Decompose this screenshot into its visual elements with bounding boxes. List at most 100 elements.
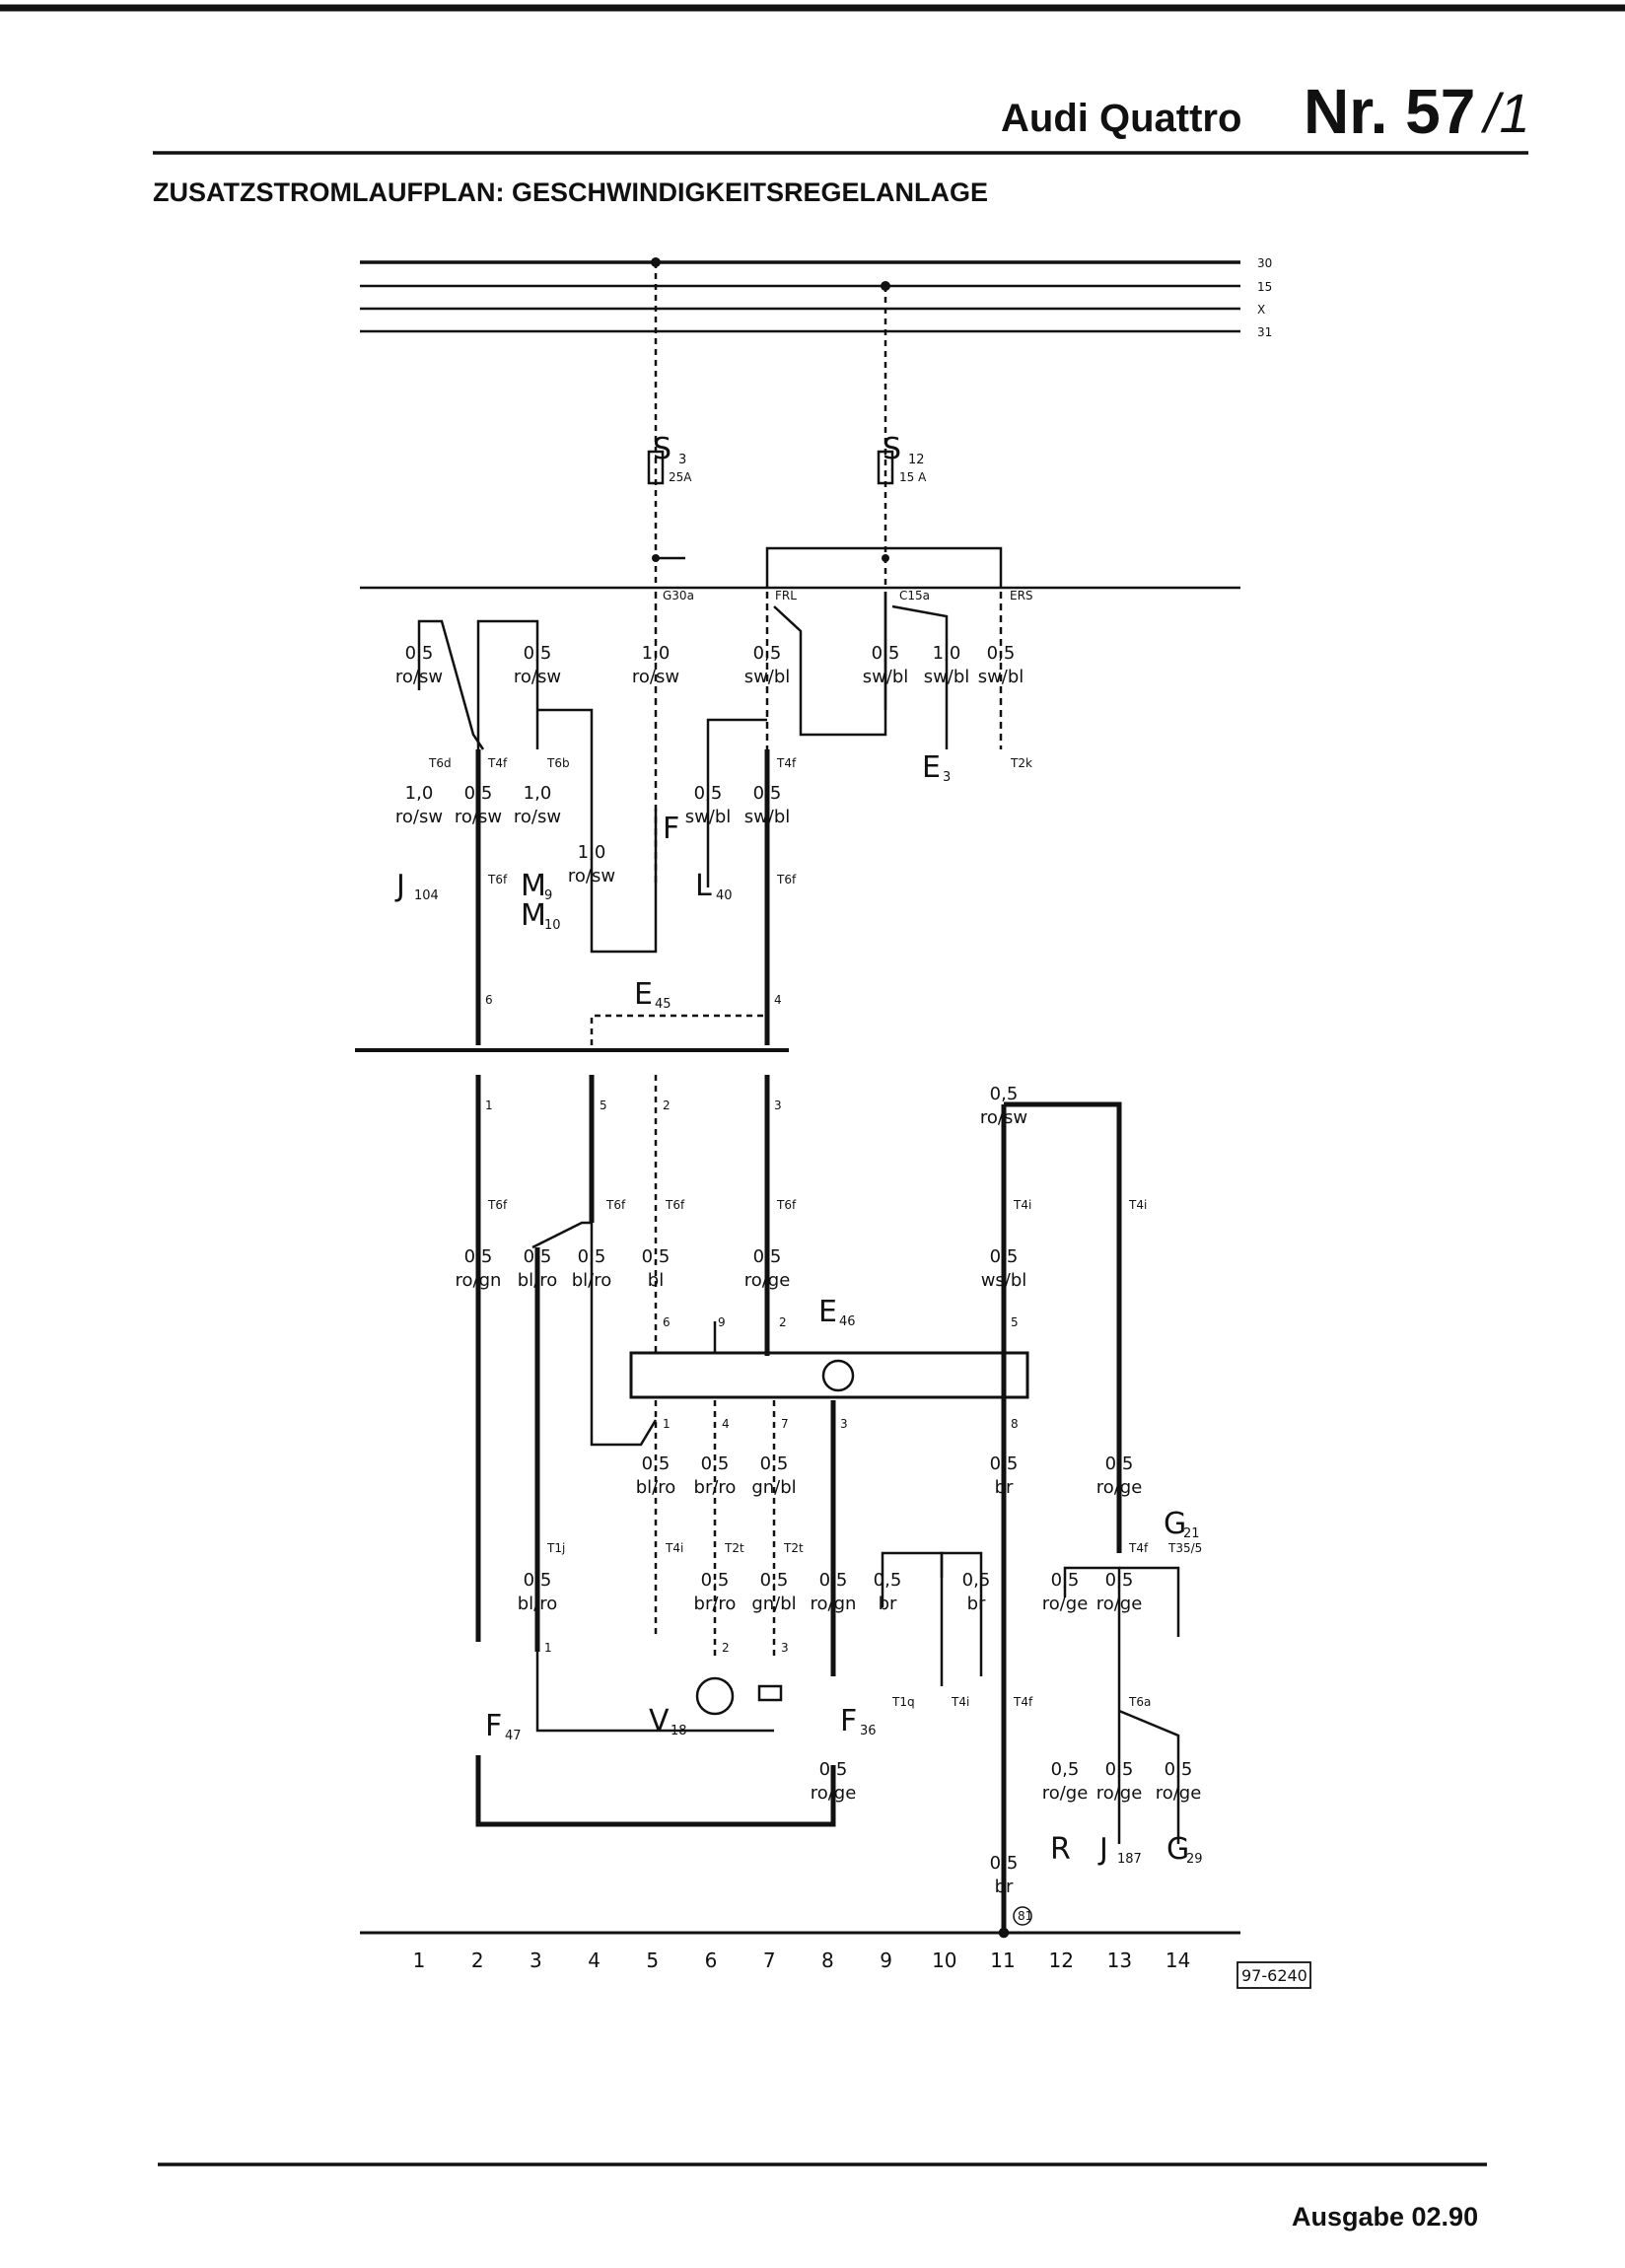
comp-m9: M bbox=[521, 869, 546, 903]
connector-t6a: T6a bbox=[1128, 1695, 1151, 1709]
wire-color-label: ro/ge bbox=[811, 1783, 857, 1804]
wire-size-label: 0,5 bbox=[990, 1453, 1019, 1474]
pin-label: 1 bbox=[663, 1417, 671, 1431]
wire-left-loop bbox=[417, 619, 485, 750]
wire-size-label: 1,0 bbox=[578, 842, 606, 863]
wire-color-label: ro/sw bbox=[980, 1107, 1027, 1128]
wire-size-label: 0,5 bbox=[701, 1570, 730, 1591]
wire-color-label: gn/bl bbox=[751, 1477, 796, 1498]
comp-l40-sub: 40 bbox=[716, 888, 733, 903]
pin-label: 9 bbox=[718, 1315, 726, 1329]
column-number: 12 bbox=[1048, 1949, 1073, 1972]
connector-t2t-a: T2t bbox=[724, 1541, 744, 1555]
tap-ers: ERS bbox=[1010, 589, 1033, 602]
wire-size-label: 1,0 bbox=[405, 783, 434, 804]
footer-edition: Ausgabe 02.90 bbox=[1292, 2202, 1479, 2232]
comp-f36: F bbox=[840, 1704, 857, 1738]
wire-size-label: 0,5 bbox=[872, 643, 900, 664]
connector-t6f-d: T6f bbox=[605, 1198, 626, 1212]
comp-j104: J bbox=[394, 869, 405, 903]
wire-color-label: ro/sw bbox=[514, 807, 561, 827]
pin-label: 4 bbox=[774, 993, 782, 1007]
comp-e3-sub: 3 bbox=[943, 770, 951, 785]
pin-label: 6 bbox=[485, 993, 493, 1007]
tap-g30a: G30a bbox=[663, 589, 694, 602]
wire-l40 bbox=[706, 718, 767, 887]
wire-size-label: 1,0 bbox=[524, 783, 552, 804]
tap-c15a: C15a bbox=[899, 589, 930, 602]
wire-color-label: ro/gn bbox=[811, 1594, 857, 1614]
wire-size-label: 0,5 bbox=[701, 1453, 730, 1474]
fuse-s3-sub: 3 bbox=[678, 453, 686, 467]
wire-color-label: ro/ge bbox=[1096, 1783, 1143, 1804]
fuse-s3-body bbox=[647, 450, 665, 485]
diagram-title: ZUSATZSTROMLAUFPLAN: GESCHWINDIGKEITSREG… bbox=[153, 177, 988, 207]
wire-size-label: 0,5 bbox=[819, 1570, 848, 1591]
wire-color-label: sw/bl bbox=[744, 667, 791, 687]
pin-label: 3 bbox=[774, 1099, 782, 1112]
connector-t4f-a: T4f bbox=[487, 756, 508, 770]
wire-t1q-loop bbox=[881, 1551, 944, 1686]
tap-frl: FRL bbox=[775, 589, 797, 602]
wire-size-label: 0,5 bbox=[1105, 1453, 1134, 1474]
wire-size-label: 0,5 bbox=[578, 1246, 606, 1267]
column-number: 13 bbox=[1107, 1949, 1132, 1972]
wire-color-label: ro/ge bbox=[1096, 1594, 1143, 1614]
column-number: 3 bbox=[530, 1949, 542, 1972]
pin-label: 1 bbox=[485, 1099, 493, 1112]
comp-g21-sub: 21 bbox=[1183, 1526, 1200, 1541]
wire-color-label: sw/bl bbox=[978, 667, 1024, 687]
e46-module-body bbox=[629, 1351, 1029, 1399]
connector-t4f-b: T4f bbox=[776, 756, 797, 770]
wire-size-label: 0,5 bbox=[524, 643, 552, 664]
connector-t1j: T1j bbox=[546, 1541, 565, 1555]
page-number: Nr. 57 bbox=[1304, 76, 1476, 147]
wire-size-label: 0,5 bbox=[1105, 1570, 1134, 1591]
wire-size-label: 0,5 bbox=[753, 783, 782, 804]
wire-color-label: gn/bl bbox=[751, 1594, 796, 1614]
comp-e46-sub: 46 bbox=[839, 1314, 856, 1329]
bus-label-15: 15 bbox=[1257, 280, 1272, 294]
fuse-s3-letter: S bbox=[653, 432, 671, 466]
comp-e3: E bbox=[922, 750, 941, 785]
ground-point-label: 81 bbox=[1018, 1909, 1032, 1923]
comp-g29-sub: 29 bbox=[1186, 1852, 1203, 1867]
connector-t6f-e: T6f bbox=[665, 1198, 685, 1212]
connector-t4f-d: T4f bbox=[1128, 1541, 1149, 1555]
switch-link bbox=[590, 1014, 767, 1045]
pin-label: 1 bbox=[544, 1641, 552, 1655]
wire-color-label: ro/sw bbox=[395, 807, 443, 827]
wire-color-label: bl/ro bbox=[572, 1270, 612, 1291]
fuse-s12-rating: 15 A bbox=[899, 470, 927, 484]
wire-size-label: 0,5 bbox=[524, 1246, 552, 1267]
column-number: 10 bbox=[932, 1949, 956, 1972]
relay-bridge bbox=[765, 546, 1003, 588]
wire-color-label: ro/ge bbox=[744, 1270, 791, 1291]
pin-label: 3 bbox=[781, 1641, 789, 1655]
wire-color-label: br/ro bbox=[694, 1594, 737, 1614]
pin-label: 2 bbox=[663, 1099, 671, 1112]
comp-m10: M bbox=[521, 898, 546, 933]
wire-frl-loop bbox=[773, 592, 887, 737]
pin-label: 2 bbox=[722, 1641, 730, 1655]
column-number: 6 bbox=[705, 1949, 718, 1972]
wire-size-label: 0,5 bbox=[1165, 1759, 1193, 1780]
wire-color-label: sw/bl bbox=[744, 807, 791, 827]
wire-size-label: 0,5 bbox=[642, 1453, 671, 1474]
pin-label: 8 bbox=[1011, 1417, 1019, 1431]
fuse-s12-sub: 12 bbox=[908, 453, 925, 467]
v18-valve bbox=[757, 1684, 783, 1702]
ground-point-circle bbox=[1013, 1906, 1032, 1926]
pin-label: 3 bbox=[840, 1417, 848, 1431]
wire-size-label: 0,5 bbox=[990, 1246, 1019, 1267]
wire-color-label: sw/bl bbox=[924, 667, 970, 687]
wire-size-label: 0,5 bbox=[464, 783, 493, 804]
bus-label-31: 31 bbox=[1257, 325, 1272, 339]
wire-size-label: 0,5 bbox=[405, 643, 434, 664]
fuse-s12-body bbox=[877, 450, 894, 485]
wire-color-label: br bbox=[995, 1477, 1014, 1498]
wire-color-label: br/ro bbox=[694, 1477, 737, 1498]
wire-color-label: bl/ro bbox=[518, 1270, 558, 1291]
comp-r: R bbox=[1050, 1832, 1071, 1867]
wire-color-label: ro/ge bbox=[1156, 1783, 1202, 1804]
